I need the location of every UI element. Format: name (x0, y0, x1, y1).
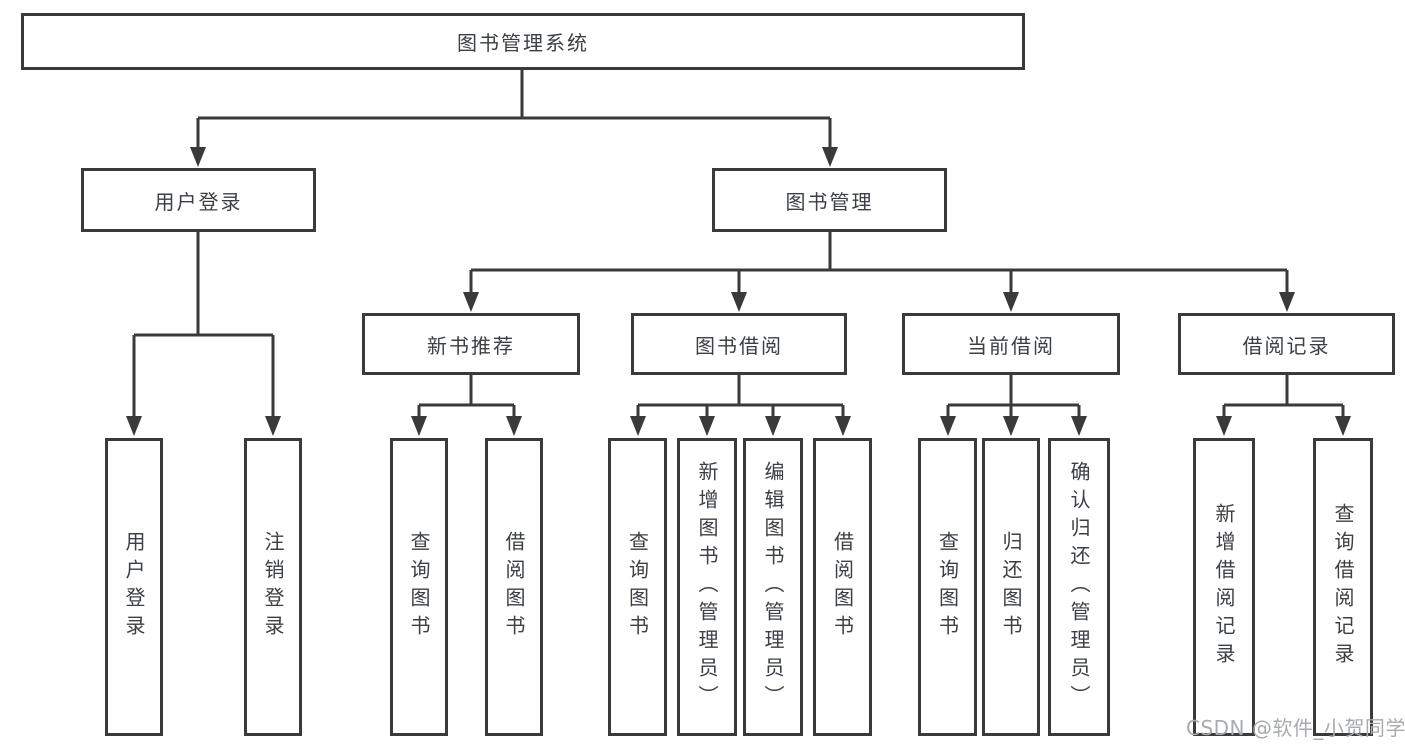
node-borrowing-query-books: 查询图书 (608, 438, 667, 736)
csdn-watermark: CSDN @软件_小贺同学 (1186, 716, 1405, 740)
node-confirm-return-admin-label: 确认归还（管理员） (1067, 461, 1091, 713)
node-book-borrowing-label: 图书借阅 (695, 333, 783, 358)
node-confirm-return-admin: 确认归还（管理员） (1048, 438, 1110, 736)
node-root: 图书管理系统 (21, 13, 1025, 70)
node-recommend-borrow-books-label: 借阅图书 (502, 531, 526, 643)
node-new-book-recommend-label: 新书推荐 (427, 333, 515, 358)
node-logout-op-label: 注销登录 (261, 531, 285, 643)
node-add-books-admin: 新增图书（管理员） (677, 438, 737, 736)
node-add-borrow-record: 新增借阅记录 (1193, 438, 1255, 736)
node-borrowing-borrow-books: 借阅图书 (813, 438, 872, 736)
node-book-management: 图书管理 (712, 168, 947, 232)
node-add-borrow-record-label: 新增借阅记录 (1212, 503, 1236, 671)
node-borrowing-records-label: 借阅记录 (1242, 333, 1331, 358)
node-recommend-borrow-books: 借阅图书 (485, 438, 543, 736)
node-query-borrow-record-label: 查询借阅记录 (1331, 503, 1355, 671)
node-edit-books-admin-label: 编辑图书（管理员） (761, 461, 785, 713)
node-add-books-admin-label: 新增图书（管理员） (695, 461, 719, 713)
node-borrowing-borrow-books-label: 借阅图书 (830, 531, 855, 643)
node-current-borrowing: 当前借阅 (902, 313, 1120, 375)
node-logout-op: 注销登录 (244, 438, 302, 736)
node-user-login: 用户登录 (81, 168, 316, 232)
node-user-login-op-label: 用户登录 (122, 531, 146, 643)
node-root-label: 图书管理系统 (457, 31, 589, 55)
node-user-login-op: 用户登录 (105, 438, 163, 736)
node-user-login-label: 用户登录 (154, 189, 243, 214)
node-recommend-query-books-label: 查询图书 (407, 531, 431, 643)
node-recommend-query-books: 查询图书 (390, 438, 448, 736)
node-return-books-label: 归还图书 (999, 531, 1023, 643)
node-query-borrow-record: 查询借阅记录 (1313, 438, 1373, 736)
node-current-query-books-label: 查询图书 (935, 531, 960, 643)
node-return-books: 归还图书 (982, 438, 1040, 736)
node-book-management-label: 图书管理 (785, 189, 874, 214)
node-edit-books-admin: 编辑图书（管理员） (743, 438, 803, 736)
node-new-book-recommend: 新书推荐 (362, 313, 580, 375)
node-current-borrowing-label: 当前借阅 (967, 333, 1055, 358)
node-borrowing-records: 借阅记录 (1178, 313, 1395, 375)
node-book-borrowing: 图书借阅 (631, 313, 847, 375)
node-borrowing-query-books-label: 查询图书 (625, 531, 650, 643)
node-current-query-books: 查询图书 (918, 438, 977, 736)
